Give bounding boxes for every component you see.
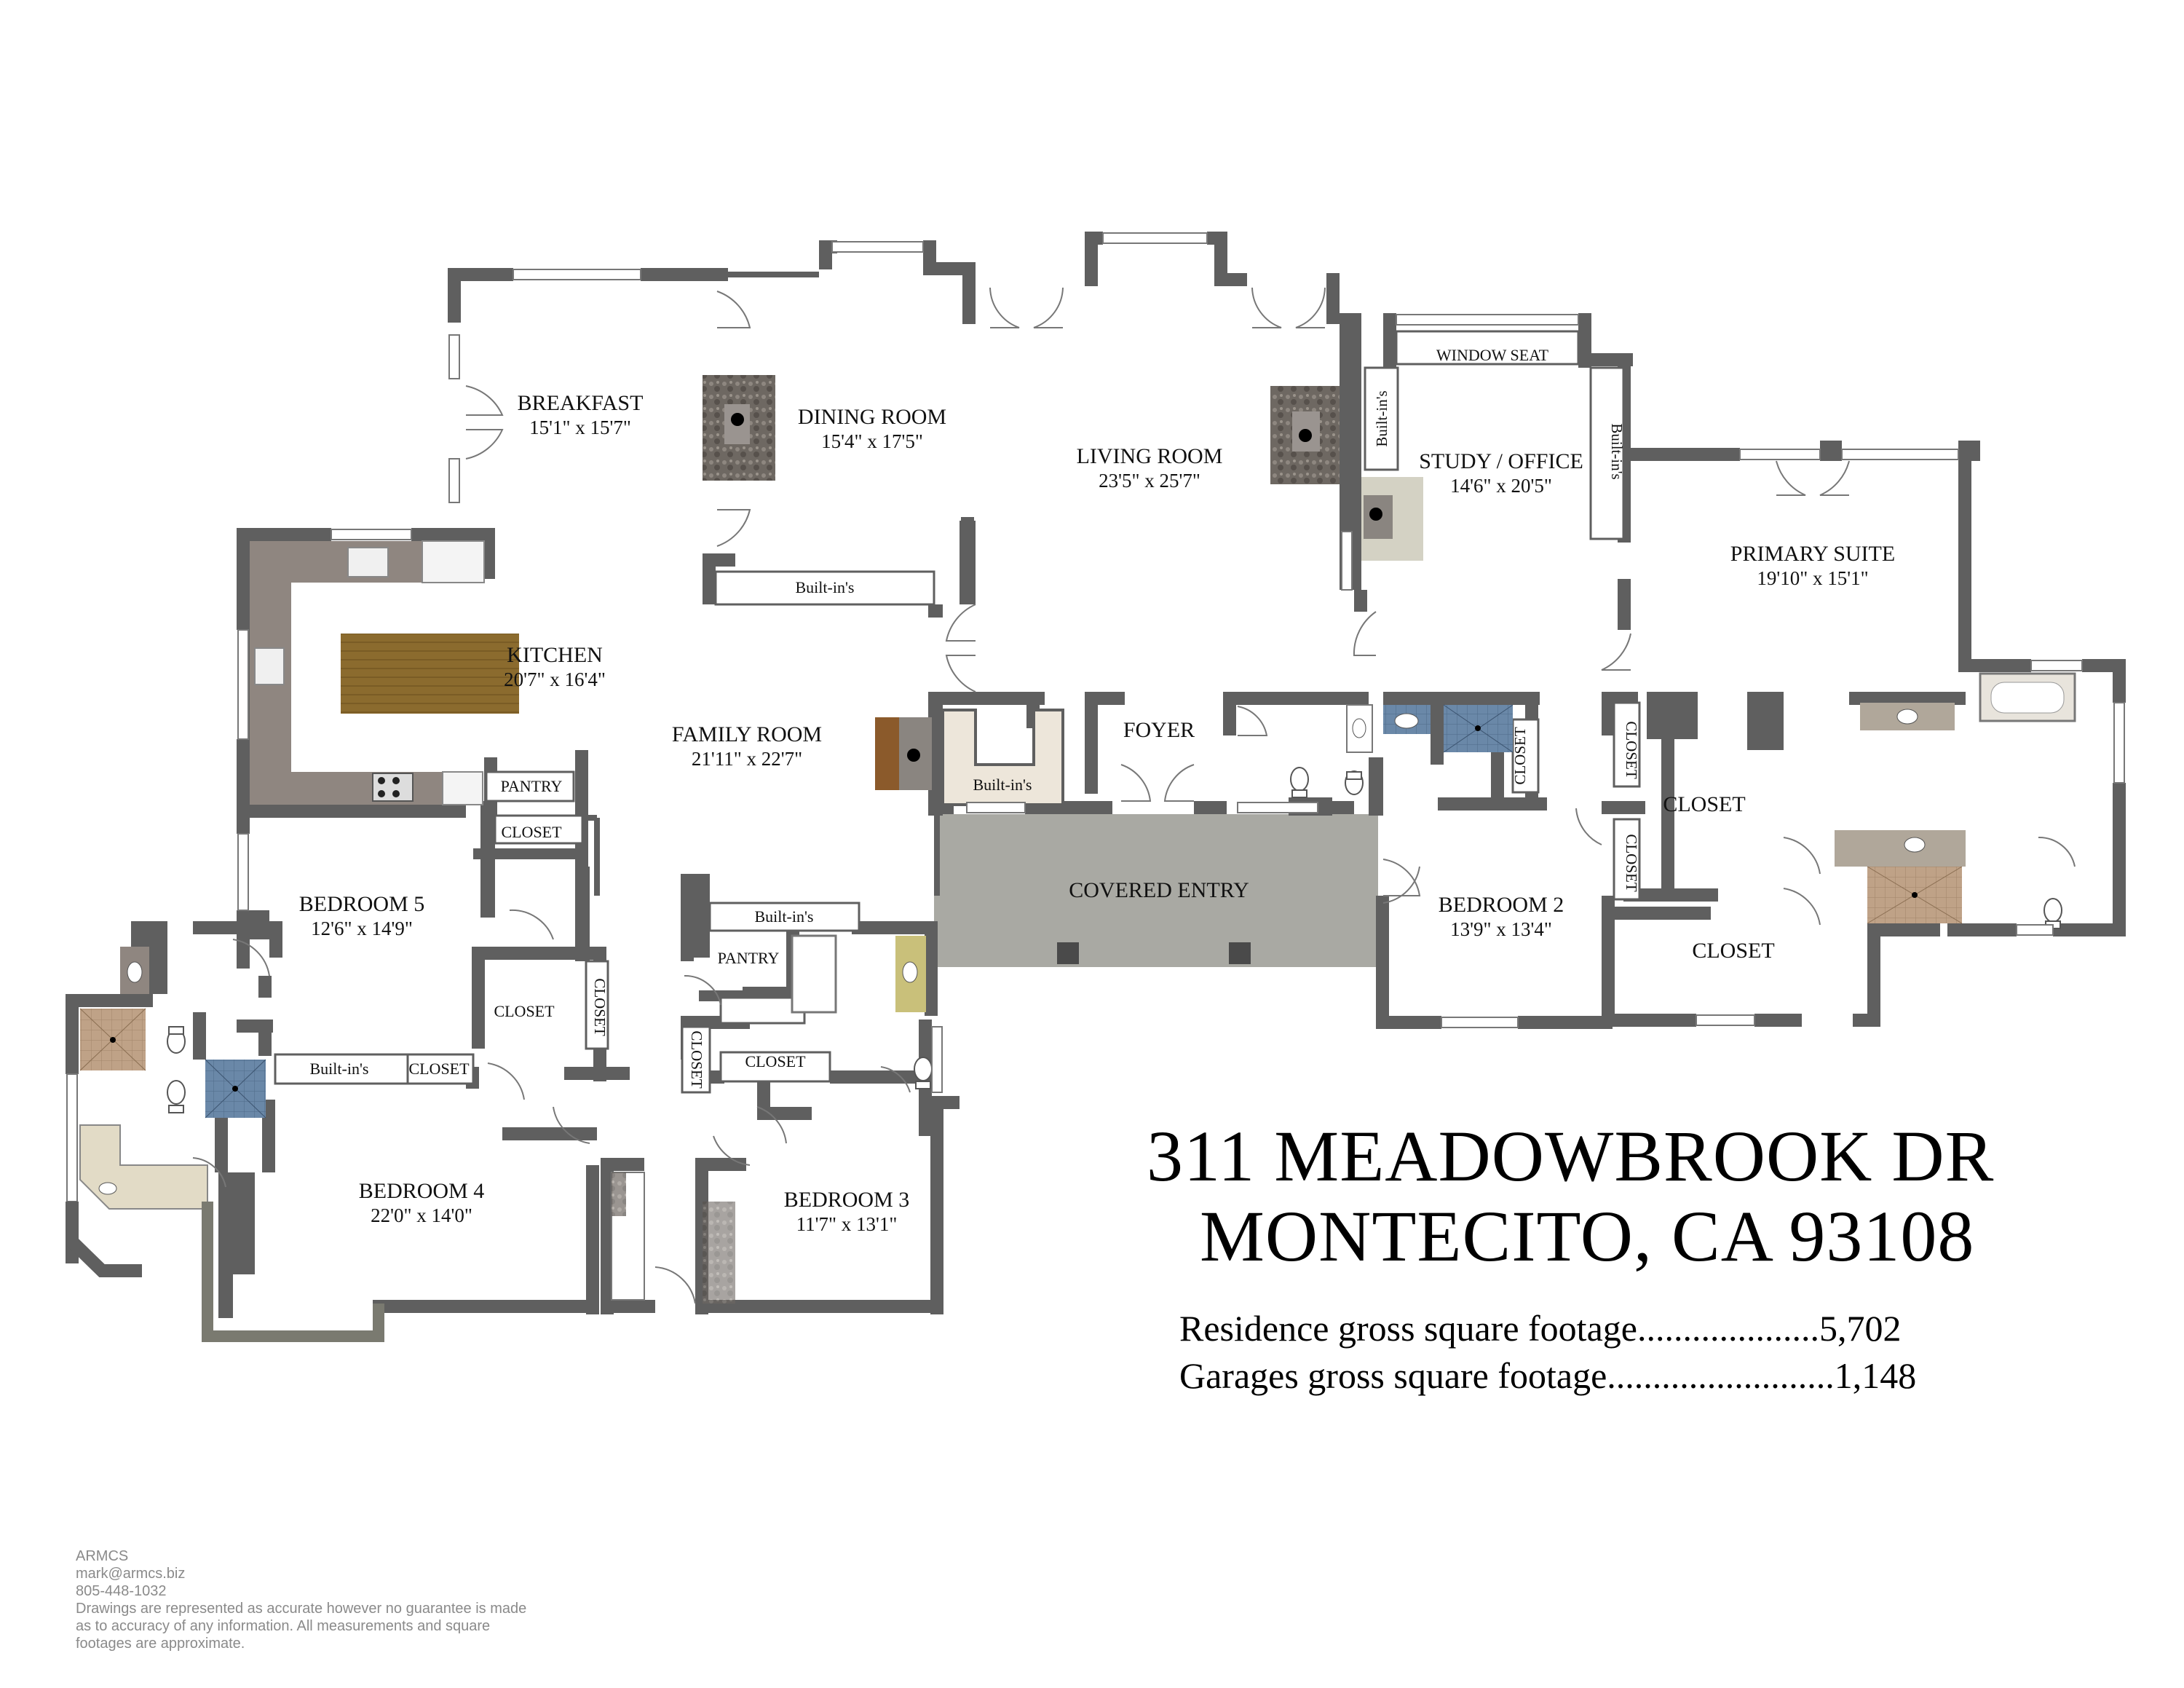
room-dims-bedroom5: 12'6" x 14'9"	[311, 918, 413, 939]
closet-label: CLOSET	[1663, 792, 1745, 816]
room-dims-bedroom4: 22'0" x 14'0"	[371, 1204, 472, 1226]
entry-post	[1057, 942, 1079, 964]
stone-counter	[703, 1202, 735, 1304]
room-dims-kitchen: 20'7" x 16'4"	[504, 669, 606, 690]
room-dims-dining: 15'4" x 17'5"	[821, 430, 923, 452]
room-dims-primary: 19'10" x 15'1"	[1757, 567, 1868, 589]
fireplaces	[703, 375, 1423, 790]
footer-disclaimer-3: footages are approximate.	[76, 1636, 245, 1652]
footer-disclaimer-2: as to accuracy of any information. All m…	[76, 1618, 491, 1634]
closet-label: CLOSET	[408, 1060, 470, 1078]
builtins-label: Built-in's	[1373, 390, 1390, 446]
room-name-foyer: FOYER	[1123, 718, 1195, 742]
room-name-bedroom3: BEDROOM 3	[784, 1188, 910, 1212]
builtins-label: Built-in's	[310, 1060, 369, 1078]
kitchen-fridge	[422, 540, 485, 583]
kitchen-sink	[347, 547, 389, 577]
room-name-family: FAMILY ROOM	[672, 722, 822, 746]
kitchen-counter	[250, 541, 444, 805]
fireplace-icon	[1299, 429, 1312, 442]
closet-label: CLOSET	[1623, 721, 1640, 779]
toilet-icon	[167, 767, 2062, 1113]
fireplace-icon	[907, 749, 920, 762]
room-dims-living: 23'5" x 25'7"	[1099, 470, 1200, 492]
closet-label: CLOSET	[494, 1002, 555, 1020]
room-name-bedroom5: BEDROOM 5	[299, 892, 425, 916]
kitchen-dw	[442, 771, 483, 805]
window-seat-label: WINDOW SEAT	[1436, 346, 1549, 364]
covered-entry-area	[934, 814, 1378, 967]
address-line-1: 311 MEADOWBROOK DR	[1147, 1116, 1995, 1196]
room-name-kitchen: KITCHEN	[507, 643, 603, 667]
builtins	[274, 330, 1641, 1094]
closet-label: CLOSET	[1692, 939, 1774, 963]
doors	[192, 287, 2076, 1304]
kitchen-island	[341, 634, 519, 714]
room-name-living: LIVING ROOM	[1077, 444, 1223, 468]
room-name-dining: DINING ROOM	[798, 405, 946, 429]
fireplace-icon	[1369, 508, 1382, 521]
closet-label: CLOSET	[688, 1030, 705, 1089]
kitchen-cooktop	[372, 773, 414, 802]
room-name-primary: PRIMARY SUITE	[1730, 542, 1895, 566]
entry-post	[1229, 942, 1251, 964]
room-labels: BREAKFAST 15'1" x 15'7" DINING ROOM 15'4…	[299, 346, 1895, 1235]
kitchen-sink-2	[254, 647, 285, 685]
address-line-2: MONTECITO, CA 93108	[1200, 1196, 1975, 1277]
bay-window	[202, 1202, 384, 1342]
room-dims-bedroom3: 11'7" x 13'1"	[796, 1213, 898, 1235]
bathtub	[791, 934, 837, 1014]
bay-window	[66, 1202, 142, 1277]
windows	[66, 232, 2125, 1202]
room-name-bedroom4: BEDROOM 4	[359, 1179, 485, 1203]
closet-label: CLOSET	[591, 978, 609, 1036]
footer-email[interactable]: mark@armcs.biz	[76, 1566, 186, 1582]
residence-square-footage: Residence gross square footage..........…	[1179, 1308, 1902, 1349]
bath-fixtures	[79, 672, 2076, 1304]
stone-counter	[612, 1172, 626, 1216]
room-name-bedroom2: BEDROOM 2	[1439, 893, 1564, 917]
pantry-label: PANTRY	[718, 949, 780, 967]
closet-label: CLOSET	[745, 1052, 806, 1070]
vanity	[1835, 830, 1966, 867]
room-dims-family: 21'11" x 22'7"	[692, 748, 802, 770]
room-dims-bedroom2: 13'9" x 13'4"	[1450, 918, 1552, 940]
footer-company: ARMCS	[76, 1548, 129, 1564]
builtins-label: Built-in's	[973, 776, 1032, 794]
closet-label: CLOSET	[501, 823, 562, 841]
room-dims-study: 14'6" x 20'5"	[1450, 475, 1552, 497]
garages-square-footage: Garages gross square footage............…	[1179, 1355, 1917, 1396]
fireplace-icon	[731, 413, 744, 426]
closet-label: CLOSET	[1511, 727, 1529, 785]
vanity	[79, 1124, 208, 1210]
pantry-label: PANTRY	[501, 777, 563, 795]
room-name-breakfast: BREAKFAST	[518, 391, 644, 415]
builtins-label: Built-in's	[1608, 423, 1626, 479]
room-dims-breakfast: 15'1" x 15'7"	[529, 417, 631, 438]
builtins-label: Built-in's	[755, 907, 814, 926]
room-name-covered-entry: COVERED ENTRY	[1069, 878, 1249, 902]
footer-phone: 805-448-1032	[76, 1583, 167, 1599]
footer-disclaimer-1: Drawings are represented as accurate how…	[76, 1601, 527, 1617]
builtins-label: Built-in's	[796, 578, 855, 596]
closet-label: CLOSET	[1623, 834, 1640, 892]
room-name-study: STUDY / OFFICE	[1419, 449, 1583, 473]
